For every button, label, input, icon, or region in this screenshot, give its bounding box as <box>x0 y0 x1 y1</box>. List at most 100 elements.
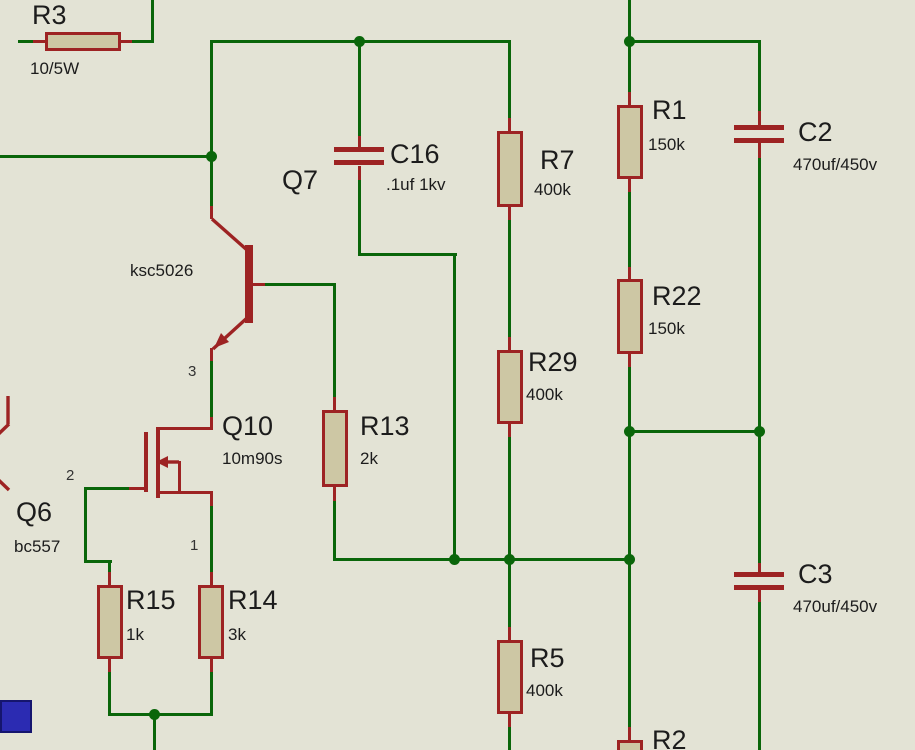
label-r7-val: 400k <box>534 180 571 199</box>
label-r3-val: 10/5W <box>30 59 80 78</box>
pin-stub <box>210 658 213 672</box>
resistor-r22[interactable] <box>617 279 643 354</box>
wire-top-right-rail <box>628 40 761 43</box>
resistor-r29[interactable] <box>497 350 523 424</box>
wire-right-vertical-b <box>628 558 631 729</box>
resistor-r1[interactable] <box>617 105 643 179</box>
pin-stub <box>508 205 511 220</box>
resistor-r15[interactable] <box>97 585 123 659</box>
pin-stub <box>108 572 111 586</box>
wire-c2-bottom <box>758 157 761 432</box>
wire-r22-bottom <box>628 366 631 432</box>
pin-stub <box>508 337 511 351</box>
wire-c16-bottom <box>358 179 361 255</box>
wire-r1-top-feed <box>628 0 631 94</box>
q7-collector-diagonal <box>210 217 249 252</box>
label-r15-val: 1k <box>126 625 144 644</box>
pin-stub <box>628 727 631 741</box>
pin-stub <box>508 423 511 437</box>
wire-c16-jog <box>358 253 457 256</box>
mosfet-q10-body[interactable] <box>156 427 160 498</box>
label-c3-ref: C3 <box>798 559 833 589</box>
label-q7-val: ksc5026 <box>130 261 194 280</box>
junction-dot <box>624 426 635 437</box>
label-c16-ref: C16 <box>390 139 440 169</box>
resistor-r7[interactable] <box>497 131 523 207</box>
pin-stub <box>758 563 761 574</box>
pin-stub <box>108 658 111 672</box>
q7-collector-pin <box>210 206 213 219</box>
pin-stub <box>758 111 761 127</box>
label-r2-ref: R2 <box>652 725 687 750</box>
wire-c2-top <box>758 40 761 113</box>
pin-stub <box>508 627 511 641</box>
label-c2-val: 470uf/450v <box>793 155 878 174</box>
resistor-r3[interactable] <box>45 32 121 51</box>
pin-stub <box>333 397 336 411</box>
q6-partial-diagonal <box>0 422 11 435</box>
mosfet-q10-gate-plate <box>144 432 148 492</box>
wire-r3-right <box>131 40 154 43</box>
wire-r13-top <box>333 283 336 399</box>
pin-stub <box>508 713 511 727</box>
junction-dot <box>504 554 515 565</box>
wire-mid-rail <box>333 558 631 561</box>
q6-partial-diagonal <box>0 479 11 492</box>
wire-r3-to-top-edge <box>151 0 154 42</box>
junction-dot <box>754 426 765 437</box>
junction-dot <box>449 554 460 565</box>
capacitor-plate <box>334 160 384 165</box>
q10-drain-pin <box>210 417 213 429</box>
label-r1-ref: R1 <box>652 95 687 125</box>
resistor-r14[interactable] <box>198 585 224 659</box>
junction-dot <box>149 709 160 720</box>
wire-r1-r22-link <box>628 191 631 269</box>
wire-q7e-q10d <box>210 360 213 419</box>
label-c2-ref: C2 <box>798 117 833 147</box>
label-q10-pin-drain: 3 <box>188 363 197 380</box>
terminal-block[interactable] <box>0 700 32 733</box>
label-r14-ref: R14 <box>228 585 278 615</box>
pin-stub <box>628 267 631 281</box>
wire-r15-bottom <box>108 671 111 716</box>
q10-source-pin <box>210 491 213 506</box>
q10-body-link <box>178 461 181 493</box>
pin-stub <box>758 590 761 602</box>
label-r15-ref: R15 <box>126 585 176 615</box>
capacitor-plate <box>334 147 384 152</box>
transistor-q7-body[interactable] <box>245 245 253 323</box>
q7-emitter-diagonal <box>211 316 249 351</box>
label-r22-ref: R22 <box>652 281 702 311</box>
resistor-r2[interactable] <box>617 740 643 750</box>
label-r5-val: 400k <box>526 681 563 700</box>
wire-r5-bottom <box>508 726 511 750</box>
label-r7-ref: R7 <box>540 145 575 175</box>
wire-r3-left <box>18 40 34 43</box>
label-r14-val: 3k <box>228 625 246 644</box>
wire-c3-bottom <box>758 601 761 750</box>
wire-r7-r29-link <box>508 219 511 339</box>
label-q10-pin-gate: 2 <box>66 467 75 484</box>
capacitor-plate <box>734 125 784 130</box>
capacitor-plate <box>734 585 784 590</box>
resistor-r5[interactable] <box>497 640 523 714</box>
q10-source-pin <box>157 491 213 494</box>
junction-dot <box>624 36 635 47</box>
pin-stub <box>119 40 132 43</box>
label-q7-ref: Q7 <box>282 165 319 195</box>
wire-r15-top <box>108 560 111 575</box>
pin-stub <box>628 353 631 367</box>
label-r5-ref: R5 <box>530 643 565 673</box>
wire-mid-vertical <box>453 253 456 561</box>
label-q6-ref: Q6 <box>16 497 53 527</box>
wire-r13-bottom <box>333 500 336 560</box>
q7-base-pin <box>252 283 265 286</box>
label-q10-pin-source: 1 <box>190 537 199 554</box>
q7-emitter-arrow-icon <box>214 333 229 348</box>
resistor-r13[interactable] <box>322 410 348 487</box>
wire-gate-vertical <box>84 487 87 563</box>
wire-q7-base-run <box>263 283 336 286</box>
wire-c16-top <box>358 40 361 138</box>
wire-q10-source <box>210 505 213 574</box>
